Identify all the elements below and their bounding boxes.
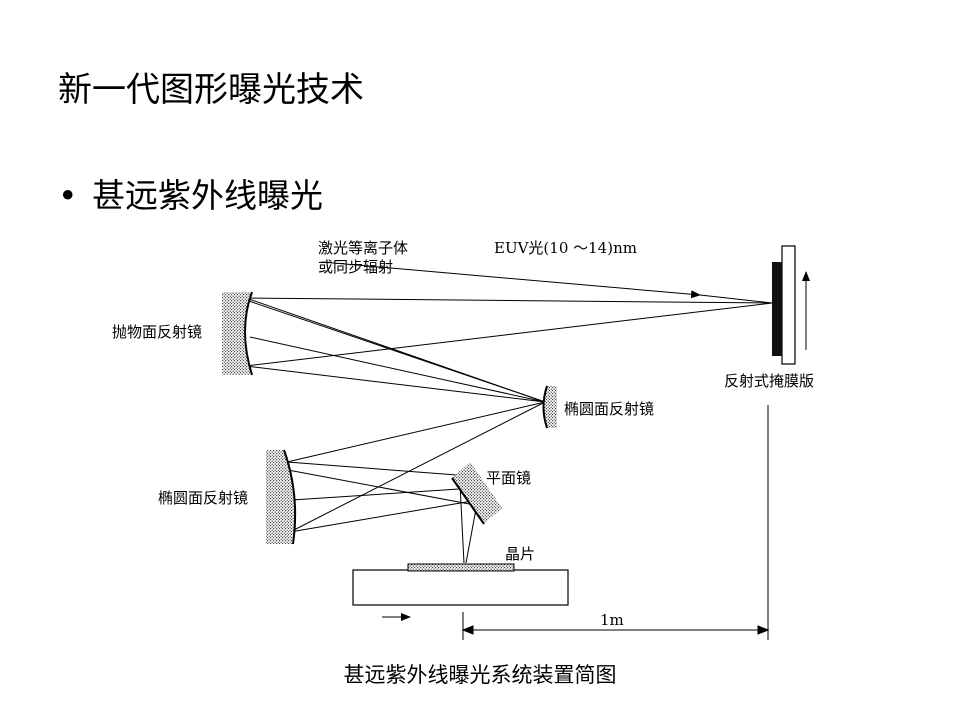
ray-mirror-cross-1 [245,299,546,403]
distance-dimension [461,405,770,640]
ellipsoidal-mirror-right-label: 椭圆面反射镜 [564,400,654,418]
euv-label: EUV光(10 ～14)nm [494,239,637,257]
wafer-label: 晶片 [505,545,535,563]
diagram-caption: 甚远紫外线曝光系统装置简图 [343,663,617,687]
bullet-text: 甚远紫外线曝光 [92,176,323,215]
ray-source-to-mask [321,261,701,299]
parabolic-mirror [222,291,253,376]
mask-label: 反射式掩膜版 [724,372,814,390]
bullet-item: • 甚远紫外线曝光 [58,172,323,220]
ray-mirror-cross-2 [249,336,546,403]
ray-parabolic-to-ellipse-2 [245,365,546,403]
ray-mask-to-parabolic-1 [245,297,773,304]
ray-left-to-flat-1 [286,461,471,477]
reflective-mask [772,245,810,365]
wafer-stage [352,563,569,621]
mask-frame [781,245,796,365]
flat-mirror [451,462,502,525]
ray-ellipse-to-left-2 [289,401,546,533]
ray-flat-to-wafer-1 [459,483,465,564]
ray-ellipse-to-left-1 [286,401,546,463]
ray-left-to-flat-3 [289,499,479,533]
ellipsoidal-mirror-left [266,449,297,545]
bullet-marker: • [58,176,78,215]
mask-surface [772,262,782,356]
source-label-line1: 激光等离子体 [318,239,408,257]
source-label-line2: 或同步辐射 [318,258,393,276]
ray-left-to-flat-4 [287,469,481,507]
slide-title: 新一代图形曝光技术 [58,70,364,110]
distance-label: 1m [600,611,624,629]
ellipsoidal-mirror-left-label: 椭圆面反射镜 [158,489,248,507]
parabolic-mirror-label: 抛物面反射镜 [112,323,202,341]
light-rays [245,261,773,564]
stage [352,569,569,606]
flat-mirror-label: 平面镜 [486,469,531,487]
ellipsoidal-mirror-right [542,385,557,429]
ray-left-to-flat-2 [291,487,475,501]
ray-source-to-mask-end [699,294,773,304]
ray-mask-to-parabolic-2 [245,302,773,367]
wafer [407,563,515,572]
